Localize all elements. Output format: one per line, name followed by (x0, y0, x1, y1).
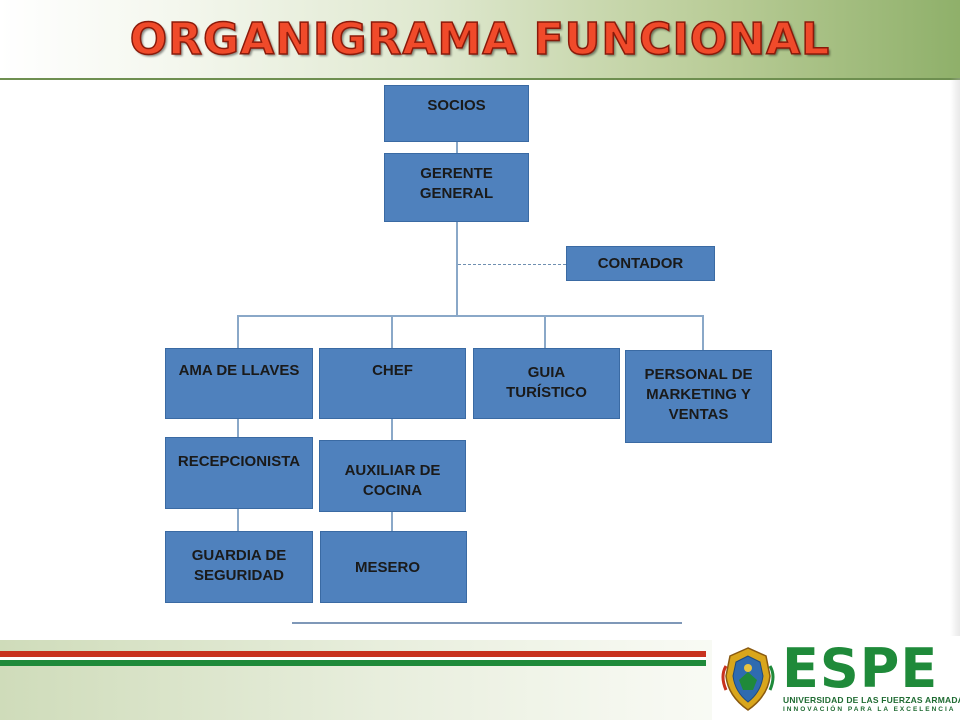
connector-chef-auxiliar (391, 418, 393, 441)
footer-stripe-red (0, 651, 706, 657)
org-node-label: GERENTE GENERAL (419, 165, 494, 202)
connector-drop-guia (544, 315, 546, 349)
footer-stripe-green (0, 660, 706, 666)
connector-auxiliar-mesero (391, 511, 393, 532)
org-node-contador: CONTADOR (566, 246, 715, 281)
org-node-label: SOCIOS (427, 97, 486, 114)
connector-contador (458, 264, 566, 265)
connector-socios-gerente (456, 140, 458, 154)
org-node-label: AMA DE LLAVES (178, 362, 300, 379)
connector-drop-ama (237, 315, 239, 349)
org-node-label: CONTADOR (597, 254, 684, 272)
connector-drop-marketing (702, 315, 704, 351)
org-node-label: GUARDIA DE SEGURIDAD (191, 547, 287, 584)
org-node-gerente-general: GERENTE GENERAL (384, 153, 529, 222)
edge-shade (950, 78, 960, 638)
org-node-guia-turistico: GUIA TURÍSTICO (473, 348, 620, 419)
org-node-label: AUXILIAR DE COCINA (344, 462, 441, 499)
org-node-marketing-ventas: PERSONAL DE MARKETING Y VENTAS (625, 350, 772, 443)
org-node-socios: SOCIOS (384, 85, 529, 142)
org-node-recepcionista: RECEPCIONISTA (165, 437, 313, 509)
connector-drop-chef (391, 315, 393, 349)
connector-recepcionista-guardia (237, 508, 239, 532)
org-node-auxiliar-de-cocina: AUXILIAR DE COCINA (319, 440, 466, 512)
university-name: UNIVERSIDAD DE LAS FUERZAS ARMADAS (783, 695, 960, 705)
org-node-label: CHEF (372, 362, 413, 379)
divider-line (292, 622, 682, 624)
org-node-label: MESERO (355, 559, 421, 576)
slide-header (0, 0, 960, 80)
espe-logo-text: ESPE (782, 637, 939, 700)
org-node-chef: CHEF (319, 348, 466, 419)
connector-horizontal-bus (237, 315, 704, 317)
org-node-label: GUIA TURÍSTICO (506, 364, 587, 401)
org-node-guardia-de-seguridad: GUARDIA DE SEGURIDAD (165, 531, 313, 603)
org-node-label: RECEPCIONISTA (177, 453, 301, 470)
org-node-ama-de-llaves: AMA DE LLAVES (165, 348, 313, 419)
slide-title: ORGANIGRAMA FUNCIONAL (129, 13, 831, 66)
footer-stripe-white (0, 657, 706, 660)
espe-crest-icon (721, 647, 775, 711)
connector-ama-recepcionista (237, 418, 239, 438)
connector-gerente-down (456, 221, 458, 317)
org-node-label: PERSONAL DE MARKETING Y VENTAS (644, 366, 753, 423)
university-motto: INNOVACIÓN PARA LA EXCELENCIA (783, 706, 956, 713)
org-node-mesero: MESERO (320, 531, 467, 603)
